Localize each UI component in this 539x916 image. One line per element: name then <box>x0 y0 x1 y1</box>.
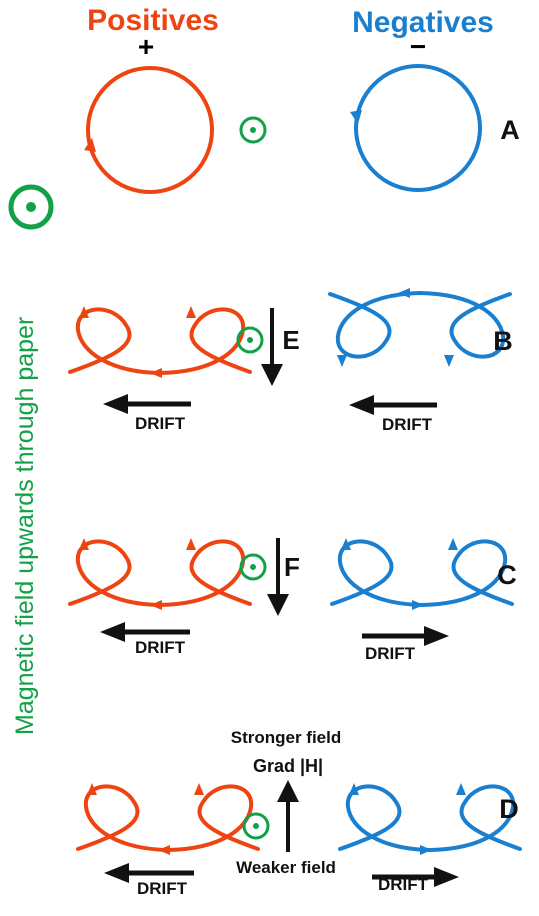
minus-sign: − <box>410 31 426 62</box>
e-field-arrow-icon <box>261 308 283 386</box>
drift-label-b-right: DRIFT <box>382 415 433 434</box>
field-out-icon-a <box>239 116 267 144</box>
positive-trajectory-d <box>76 783 260 855</box>
f-force-arrow-icon <box>267 538 289 616</box>
plus-sign: + <box>138 31 154 62</box>
drift-label-d-left: DRIFT <box>137 879 188 898</box>
drift-left-arrow-icon-b-neg <box>349 395 437 415</box>
field-out-icon-b <box>236 326 264 354</box>
row-c: F C DRIFT DRIFT <box>68 538 517 663</box>
field-out-icon-d <box>242 812 270 840</box>
row-label-b: B <box>493 326 513 356</box>
drift-label-d-right: DRIFT <box>378 875 429 894</box>
row-b: E B DRIFT DRIFT <box>68 288 513 434</box>
positive-trajectory-b <box>68 306 252 378</box>
negative-trajectory-b <box>328 291 512 359</box>
stronger-field-label: Stronger field <box>231 728 342 747</box>
side-label: Magnetic field upwards through paper <box>11 317 39 735</box>
drift-label-b-left: DRIFT <box>135 414 186 433</box>
row-d: Stronger field Grad |H| Weaker field D <box>76 728 522 898</box>
negative-trajectory-d <box>338 783 522 855</box>
positives-header: Positives <box>87 4 219 37</box>
negative-trajectory-c <box>330 538 514 610</box>
negatives-header: Negatives <box>352 6 494 39</box>
negative-direction-arrow-icon <box>350 110 362 124</box>
drift-label-c-left: DRIFT <box>135 638 186 657</box>
positive-circle-a <box>84 66 214 194</box>
row-label-a: A <box>500 115 520 145</box>
drift-right-arrow-icon-d <box>372 867 459 887</box>
gradient-arrow-icon <box>277 780 299 852</box>
field-label-f: F <box>284 552 300 582</box>
drift-left-arrow-icon-c <box>100 622 190 642</box>
row-label-c: C <box>497 560 517 590</box>
weaker-field-label: Weaker field <box>236 858 336 877</box>
positive-trajectory-c <box>68 538 252 610</box>
row-a: A <box>84 64 520 194</box>
row-label-d: D <box>499 794 519 824</box>
drift-left-arrow-icon-d <box>104 863 194 883</box>
negative-circle-a <box>350 64 482 192</box>
drift-left-arrow-icon-b <box>103 394 191 414</box>
field-label-e: E <box>282 325 299 355</box>
field-out-icon-c <box>239 553 267 581</box>
drift-right-arrow-icon-c <box>362 626 449 646</box>
big-field-out-icon <box>8 184 54 230</box>
drift-label-c-right: DRIFT <box>365 644 416 663</box>
positive-direction-arrow-icon <box>84 138 96 152</box>
negative-arrow-b <box>398 288 410 298</box>
grad-label: Grad |H| <box>253 756 323 776</box>
